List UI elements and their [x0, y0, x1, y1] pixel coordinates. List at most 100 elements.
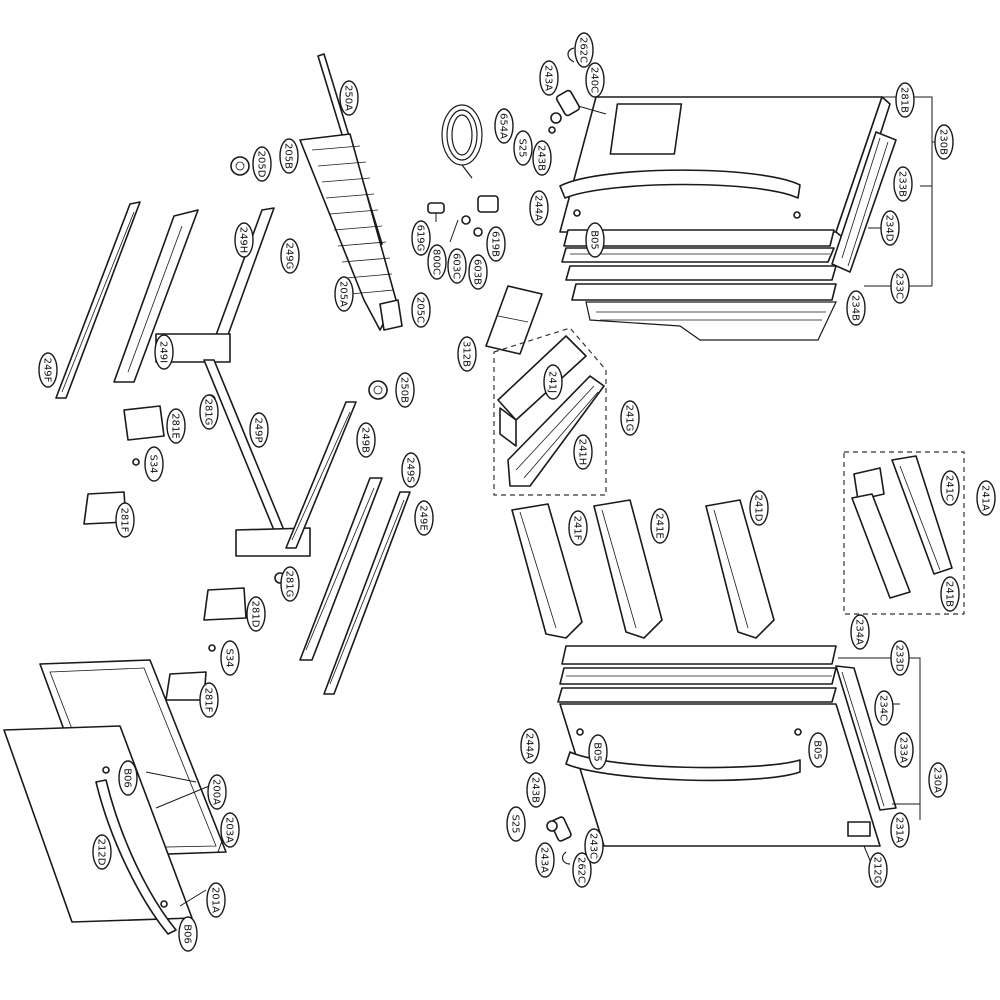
callout-bubble: [447, 248, 467, 284]
rail-249B: [285, 401, 357, 549]
callout-bubble: [940, 576, 960, 612]
callout-bubble: [506, 806, 526, 842]
callout-label: 249S: [405, 457, 416, 482]
callout-281e: 281E: [166, 408, 186, 444]
callout-bubble: [940, 470, 960, 506]
upper-rail-4: [571, 283, 837, 301]
callout-205d: 205D: [252, 146, 272, 182]
callout-bubble: [280, 238, 300, 274]
callout-bubble: [334, 276, 354, 312]
callout-label: S25: [510, 814, 521, 833]
callout-label: 234C: [878, 695, 889, 721]
callout-label: 249B: [360, 427, 371, 453]
callout-label: 243A: [543, 65, 554, 91]
upper-hinge-parts: [548, 47, 607, 134]
callout-249h: 249H: [234, 222, 254, 258]
upper-rail-1: [563, 229, 835, 247]
callout-bubble: [895, 82, 915, 118]
callout-bubble: [395, 372, 415, 408]
callout-label: 233A: [898, 737, 909, 763]
callout-205c: 205C: [411, 292, 431, 328]
callout-label: S34: [148, 454, 159, 473]
callout-249s: 249S: [401, 452, 421, 488]
callout-281b: 281B: [895, 82, 915, 118]
callout-label: 200A: [211, 779, 222, 805]
callout-244a: 244A: [529, 190, 549, 226]
callout-241f: 241F: [568, 510, 588, 546]
callout-bubble: [414, 500, 434, 536]
callout-bubble: [401, 452, 421, 488]
callout-label: 250B: [399, 377, 410, 403]
callout-bubble: [154, 334, 174, 370]
callout-label: 249G: [284, 243, 295, 270]
door-shelf-241E: [593, 499, 663, 639]
callout-label: S34: [224, 648, 235, 667]
callout-230b: 230B: [934, 124, 954, 160]
lower-door-handle: [565, 751, 801, 782]
callout-s34: S34: [144, 446, 164, 482]
callout-bubble: [620, 400, 640, 436]
callout-bubble: [890, 268, 910, 304]
callout-bubble: [199, 394, 219, 430]
callout-241h: 241H: [573, 434, 593, 470]
callout-bubble: [573, 434, 593, 470]
callout-label: 249P: [253, 417, 264, 442]
bracket-312B: [485, 285, 543, 355]
callout-b05: B05: [585, 222, 605, 258]
cable-coil: [441, 104, 483, 179]
callout-bubble: [532, 140, 552, 176]
callout-619b: 619B: [486, 226, 506, 262]
callout-label: 231A: [894, 817, 905, 843]
callout-label: 241G: [624, 405, 635, 432]
lower-hinge-parts: [546, 816, 572, 865]
callout-bubble: [220, 812, 240, 848]
callout-bubble: [880, 210, 900, 246]
callout-bubble: [115, 502, 135, 538]
callout-249f: 249F: [38, 352, 58, 388]
callout-bubble: [808, 732, 828, 768]
callout-label: B05: [589, 230, 600, 250]
callout-bubble: [572, 852, 592, 888]
callout-241a: 241A: [976, 480, 996, 516]
callout-label: 281B: [899, 87, 910, 113]
door-shelf-241D: [705, 499, 775, 639]
callout-212d: 212D: [92, 834, 112, 870]
callout-249b: 249B: [356, 422, 376, 458]
callout-243b: 243B: [526, 772, 546, 808]
callout-label: 233D: [894, 645, 905, 672]
door-display-window: [609, 103, 683, 155]
callout-label: 312B: [461, 341, 472, 367]
callout-619g: 619G: [411, 220, 431, 256]
callout-label: 603B: [472, 259, 483, 285]
callout-bubble: [494, 108, 514, 144]
lower-rail-3: [557, 687, 837, 703]
callout-label: 205B: [283, 143, 294, 169]
callout-bubble: [220, 640, 240, 676]
callout-label: 203A: [224, 817, 235, 843]
callout-label: 243C: [588, 833, 599, 859]
callout-241c: 241C: [940, 470, 960, 506]
callout-249p: 249P: [249, 412, 269, 448]
callout-label: 212G: [872, 857, 883, 884]
callout-bubble: [868, 852, 888, 888]
callout-bubble: [513, 130, 533, 166]
callout-241d: 241D: [749, 490, 769, 526]
callout-label: B06: [122, 768, 133, 788]
callout-bubble: [468, 254, 488, 290]
callout-bubble: [356, 422, 376, 458]
upper-rail-2: [561, 247, 835, 263]
callout-243a: 243A: [535, 842, 555, 878]
callout-bubble: [280, 566, 300, 602]
callout-label: 234B: [850, 295, 861, 321]
callout-bubble: [846, 290, 866, 326]
callout-212g: 212G: [868, 852, 888, 888]
callout-203a: 203A: [220, 812, 240, 848]
callout-654a: 654A: [494, 108, 514, 144]
door-shelf-241F: [511, 503, 583, 639]
callout-label: 281D: [250, 601, 261, 628]
upper-bottom-trim: [585, 301, 837, 341]
callout-bubble: [144, 446, 164, 482]
callout-bubble: [890, 640, 910, 676]
callout-bubble: [206, 882, 226, 918]
callout-bubble: [539, 60, 559, 96]
